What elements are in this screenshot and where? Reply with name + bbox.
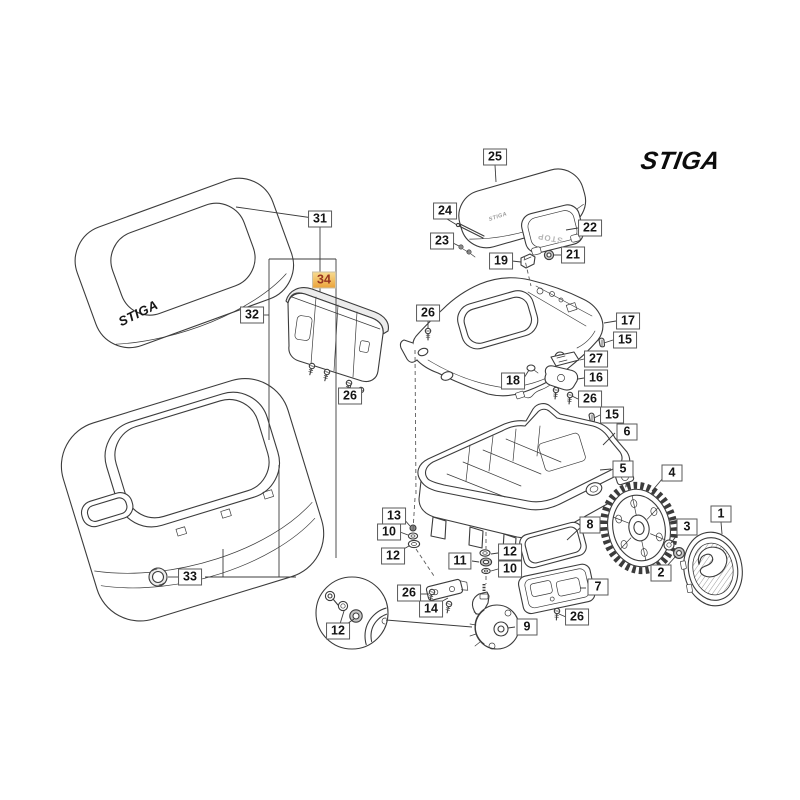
leader-line xyxy=(471,560,480,563)
part-callout-15[interactable]: 15 xyxy=(600,406,624,424)
part-callout-7[interactable]: 7 xyxy=(587,578,609,596)
part-callout-12[interactable]: 12 xyxy=(326,622,350,640)
stop-label-text: STOP xyxy=(537,232,564,245)
drawing-bracket-19 xyxy=(520,253,536,269)
part-callout-22[interactable]: 22 xyxy=(578,219,602,237)
leader-line xyxy=(651,477,664,492)
leader-line xyxy=(602,432,616,446)
part-callout-5[interactable]: 5 xyxy=(612,460,634,478)
part-callout-1[interactable]: 1 xyxy=(710,505,732,523)
part-callout-2[interactable]: 2 xyxy=(650,564,672,582)
lid-logo-text: STIGA xyxy=(488,211,508,223)
leader-line xyxy=(577,377,585,380)
part-callout-14[interactable]: 14 xyxy=(419,600,443,618)
part-callout-26[interactable]: 26 xyxy=(338,387,362,405)
screw-26-icon xyxy=(565,391,574,405)
leader-line xyxy=(414,349,417,497)
drawing-stop-cover: STOP xyxy=(521,204,584,256)
leader-line xyxy=(415,548,435,577)
leader-line xyxy=(490,568,499,572)
part-callout-11[interactable]: 11 xyxy=(448,552,472,570)
part-callout-33[interactable]: 33 xyxy=(178,568,202,586)
part-callout-24[interactable]: 24 xyxy=(433,202,457,220)
drawing-hinge-pin xyxy=(455,222,485,239)
leader-line xyxy=(511,260,522,263)
leader-line xyxy=(603,339,614,344)
part-callout-16[interactable]: 16 xyxy=(584,369,608,387)
part-callout-12[interactable]: 12 xyxy=(498,543,522,561)
part-callout-18[interactable]: 18 xyxy=(501,372,525,390)
part-callout-8[interactable]: 8 xyxy=(579,516,601,534)
part-callout-19[interactable]: 19 xyxy=(489,252,513,270)
part-callout-26[interactable]: 26 xyxy=(397,584,421,602)
part-callout-21[interactable]: 21 xyxy=(561,246,585,264)
part-callout-6[interactable]: 6 xyxy=(616,423,638,441)
screw-26-icon xyxy=(321,368,331,382)
drawing-wheel-cap xyxy=(680,531,743,607)
leader-line xyxy=(571,395,579,400)
drawing-washer-stack-left xyxy=(407,524,421,549)
part-callout-12[interactable]: 12 xyxy=(381,547,405,565)
part-callout-9[interactable]: 9 xyxy=(516,618,538,636)
leader-line xyxy=(720,521,723,535)
drawing-clips xyxy=(458,244,476,258)
part-callout-26[interactable]: 26 xyxy=(578,390,602,408)
part-callout-32[interactable]: 32 xyxy=(240,306,264,324)
drawing-rear-panel xyxy=(285,287,389,383)
part-callout-34[interactable]: 34 xyxy=(312,271,336,289)
stiga-logo: STIGA xyxy=(638,147,723,175)
part-callout-26[interactable]: 26 xyxy=(565,608,589,626)
leader-line xyxy=(399,531,409,536)
leader-line xyxy=(579,358,585,361)
part-callout-4[interactable]: 4 xyxy=(661,464,683,482)
part-callout-23[interactable]: 23 xyxy=(430,232,454,250)
leader-line xyxy=(566,526,582,541)
drawing-top-cover: STIGA xyxy=(74,177,295,349)
drawing-body-shell xyxy=(60,378,325,622)
drawing-nut-2 xyxy=(673,547,685,559)
screw-26-icon xyxy=(443,600,453,614)
leader-line xyxy=(558,613,567,618)
leader-line xyxy=(599,468,612,471)
part-callout-26[interactable]: 26 xyxy=(416,304,440,322)
part-callout-13[interactable]: 13 xyxy=(382,507,406,525)
leader-line xyxy=(490,552,499,555)
drawing-cap-18 xyxy=(526,364,539,374)
drawing-lift-sensor xyxy=(515,365,579,400)
part-callout-31[interactable]: 31 xyxy=(308,210,332,228)
leader-line xyxy=(235,206,314,219)
leader-line xyxy=(412,497,416,531)
leader-line xyxy=(446,218,458,226)
screw-26-icon xyxy=(551,386,560,400)
drawing-gasket-8 xyxy=(519,521,587,569)
part-callout-10[interactable]: 10 xyxy=(498,560,522,578)
drawing-nut-21 xyxy=(543,249,555,261)
part-callout-17[interactable]: 17 xyxy=(616,312,640,330)
leader-line xyxy=(593,414,601,419)
leader-line xyxy=(523,255,532,287)
pin-15-icon xyxy=(598,337,606,348)
leader-line xyxy=(385,619,473,628)
drawing-caster-wheel xyxy=(469,584,520,650)
leader-line xyxy=(603,320,617,324)
part-callout-15[interactable]: 15 xyxy=(613,331,637,349)
leader-line xyxy=(339,610,345,625)
drawing-washer-stack-right xyxy=(479,549,493,575)
drawing-drive-wheel xyxy=(600,481,678,575)
screw-26-icon xyxy=(306,362,316,376)
part-callout-3[interactable]: 3 xyxy=(676,518,698,536)
leader-line xyxy=(494,164,497,183)
leader-line xyxy=(507,626,516,629)
part-callout-25[interactable]: 25 xyxy=(483,148,507,166)
drawing-plate-27 xyxy=(550,351,580,367)
drawing-blade-tray xyxy=(517,563,596,615)
part-callout-27[interactable]: 27 xyxy=(584,350,608,368)
leader-line xyxy=(452,242,460,247)
leader-line xyxy=(565,227,579,231)
part-callout-10[interactable]: 10 xyxy=(377,523,401,541)
